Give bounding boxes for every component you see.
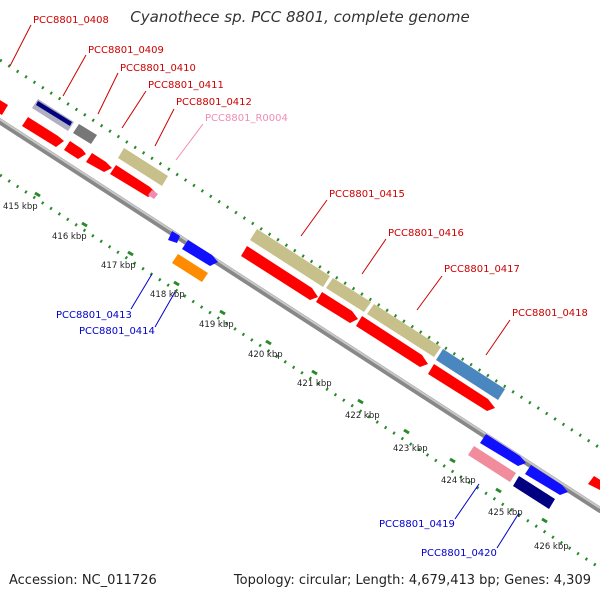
gene-label-0417[interactable]: PCC8801_0417 (444, 264, 520, 275)
feature-cds-0417[interactable] (356, 316, 428, 367)
gene-label-0412[interactable]: PCC8801_0412 (176, 97, 252, 108)
gene-label-0409[interactable]: PCC8801_0409 (88, 45, 164, 56)
feature-0420-blue[interactable] (525, 465, 568, 495)
feature-0413-blue-small[interactable] (168, 231, 180, 243)
tick-label-417: 417 kbp (101, 261, 136, 271)
outer-dotted-ring (0, 58, 600, 450)
gene-label-0419[interactable]: PCC8801_0419 (379, 519, 455, 530)
tick-label-418: 418 kbp (150, 290, 185, 300)
tick-label-419: 419 kbp (199, 320, 234, 330)
gene-features (0, 97, 600, 509)
feature-cds-0418[interactable] (428, 364, 495, 411)
gene-label-0413[interactable]: PCC8801_0413 (56, 310, 132, 321)
gene-label-0410[interactable]: PCC8801_0410 (120, 63, 196, 74)
feature-cds-0411[interactable] (110, 165, 156, 197)
tick-label-426: 426 kbp (534, 542, 569, 552)
feature-r0004[interactable] (148, 190, 158, 199)
feature-0413-blue[interactable] (182, 240, 218, 266)
feature-0420-navy[interactable] (513, 476, 555, 509)
gene-label-0415[interactable]: PCC8801_0415 (329, 189, 405, 200)
tick-label-416: 416 kbp (52, 232, 87, 242)
feature-0415-khaki[interactable] (250, 229, 330, 287)
feature-0418-blue[interactable] (436, 349, 505, 400)
tick-label-425: 425 kbp (488, 508, 523, 518)
major-ticks (34, 191, 548, 524)
tick-label-423: 423 kbp (393, 444, 428, 454)
gene-label-0411[interactable]: PCC8801_0411 (148, 80, 224, 91)
gene-label-0414[interactable]: PCC8801_0414 (79, 326, 155, 337)
feature-0414-orange[interactable] (172, 254, 208, 282)
feature-0417-khaki[interactable] (367, 304, 441, 357)
map-title: Cyanothece sp. PCC 8801, complete genome (130, 8, 470, 26)
feature-cds-0415[interactable] (241, 246, 318, 300)
tick-label-422: 422 kbp (345, 411, 380, 421)
gene-label-0416[interactable]: PCC8801_0416 (388, 228, 464, 239)
feature-cds-0409[interactable] (64, 141, 86, 159)
gene-label-0420[interactable]: PCC8801_0420 (421, 548, 497, 559)
feature-cds-0410[interactable] (86, 153, 112, 172)
tick-labels: 415 kbp 416 kbp 417 kbp 418 kbp 419 kbp … (3, 202, 569, 552)
feature-0419-blue[interactable] (480, 434, 526, 466)
topology-summary: Topology: circular; Length: 4,679,413 bp… (233, 573, 591, 588)
tick-label-424: 424 kbp (441, 476, 476, 486)
gene-label-r0004[interactable]: PCC8801_R0004 (205, 113, 288, 124)
label-leaders (9, 24, 520, 549)
feature-0416-khaki[interactable] (326, 278, 371, 312)
feature-0411-khaki[interactable] (118, 148, 168, 186)
accession-text: Accession: NC_011726 (9, 573, 157, 588)
gene-label-0418[interactable]: PCC8801_0418 (512, 308, 588, 319)
tick-label-421: 421 kbp (297, 379, 332, 389)
feature-0419-pink[interactable] (468, 446, 516, 482)
feature-0408-top[interactable] (36, 101, 72, 126)
feature-cds-0408[interactable] (22, 117, 64, 147)
gene-label-0408[interactable]: PCC8801_0408 (33, 15, 109, 26)
feature-cds-0407[interactable] (0, 97, 8, 115)
gene-labels: PCC8801_0408 PCC8801_0409 PCC8801_0410 P… (33, 15, 588, 559)
feature-cds-0421[interactable] (588, 476, 600, 490)
feature-cds-0416[interactable] (316, 292, 358, 323)
tick-label-420: 420 kbp (248, 350, 283, 360)
feature-0409-gray[interactable] (73, 124, 97, 144)
tick-label-415: 415 kbp (3, 202, 38, 212)
